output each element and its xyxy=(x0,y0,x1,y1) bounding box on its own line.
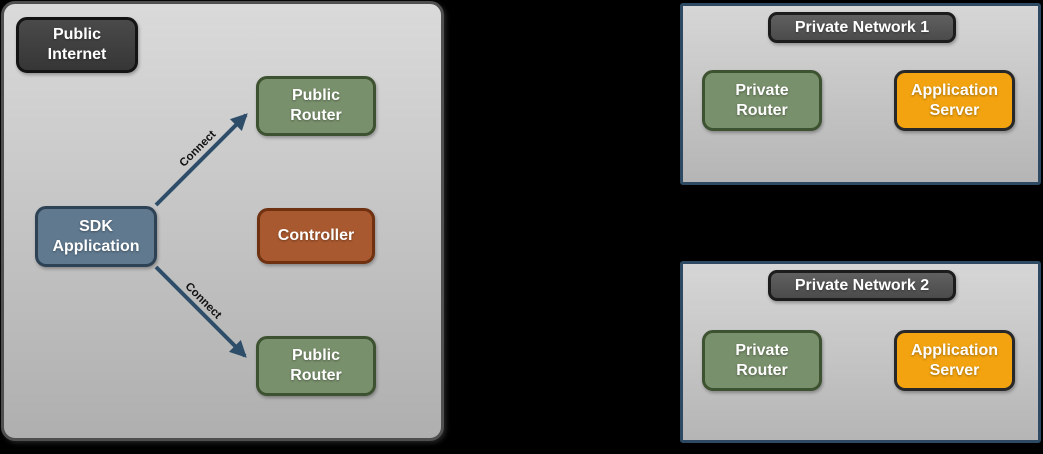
edge-label-connect-top: Connect xyxy=(177,128,219,170)
edge-sdk-to-router-bottom xyxy=(154,265,247,358)
public-internet-badge: Public Internet xyxy=(16,17,138,73)
node-private-router-2: Private Router xyxy=(702,330,822,391)
node-application-server-2: Application Server xyxy=(894,330,1015,391)
node-application-server-1: Application Server xyxy=(894,70,1015,131)
edge-label-connect-bottom: Connect xyxy=(182,280,224,322)
public-internet-panel: Public Internet Public Router SDK Applic… xyxy=(1,1,444,441)
node-public-router-top: Public Router xyxy=(256,76,376,136)
private-network-2-title: Private Network 2 xyxy=(768,270,956,301)
node-controller: Controller xyxy=(257,208,375,264)
edge-sdk-to-router-top xyxy=(154,113,248,207)
node-sdk-application: SDK Application xyxy=(35,206,157,267)
private-network-1-title: Private Network 1 xyxy=(768,12,956,43)
node-public-router-bottom: Public Router xyxy=(256,336,376,396)
node-private-router-1: Private Router xyxy=(702,70,822,131)
